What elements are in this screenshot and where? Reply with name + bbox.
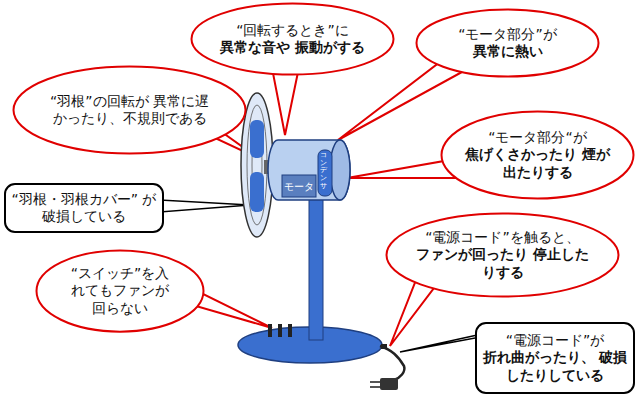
callout-text: “羽根”の回転が 異常に遅かったり、不規則である	[50, 93, 210, 128]
callout-bubble: “電源コード”を触ると、ファンが回ったり 停止したりする	[385, 212, 620, 298]
callout-text: “スイッチ”を入 れてもファンが 回らない	[66, 265, 174, 318]
text-holder: “回転するとき”に異常な音や 振動がする	[190, 2, 395, 76]
callout-text: 異常に熱い	[438, 43, 578, 61]
callout-text: “モータ部分”が	[438, 26, 578, 44]
callout-text: “羽根・羽根カバー” が破損している	[10, 191, 158, 226]
text-holder: “電源コード”が折れ曲がったり、 破損したりしている	[475, 322, 635, 394]
callout-text: “回転するとき”に	[218, 22, 368, 40]
callout-text: “モータ部分“が	[465, 129, 610, 147]
text-holder: “モータ部分“が焦げくさかったり 煙が出たりする	[440, 110, 635, 200]
callout-bubble: “回転するとき”に異常な音や 振動がする	[190, 2, 395, 76]
motor-label: モータ	[284, 180, 314, 194]
callout-bubble: “モータ部分“が焦げくさかったり 煙が出たりする	[440, 110, 635, 200]
callout-text: 折れ曲がったり、 破損したりしている	[480, 349, 630, 384]
callout-text: ファンが回ったり 停止したりする	[415, 246, 590, 281]
callout-text: “電源コード”を触ると、	[415, 229, 590, 247]
text-holder: “モータ部分”が異常に熱い	[415, 8, 600, 78]
callout-text: 異常な音や 振動がする	[218, 39, 368, 57]
callout-bubble: “スイッチ”を入 れてもファンが 回らない	[35, 249, 205, 333]
text-holder: “羽根・羽根カバー” が破損している	[4, 183, 164, 233]
callout-box: “電源コード”が折れ曲がったり、 破損したりしている	[475, 322, 635, 394]
text-holder: “スイッチ”を入 れてもファンが 回らない	[35, 249, 205, 333]
text-holder: “羽根”の回転が 異常に遅かったり、不規則である	[12, 65, 247, 155]
capacitor-label: コンデンサ	[320, 152, 327, 190]
text-holder: “電源コード”を触ると、ファンが回ったり 停止したりする	[385, 212, 620, 298]
callout-text: “電源コード”が	[480, 332, 630, 350]
callout-box: “羽根・羽根カバー” が破損している	[4, 183, 164, 233]
callout-text: 焦げくさかったり 煙が出たりする	[465, 146, 610, 181]
callout-bubble: “モータ部分”が異常に熱い	[415, 8, 600, 78]
callout-bubble: “羽根”の回転が 異常に遅かったり、不規則である	[12, 65, 247, 155]
